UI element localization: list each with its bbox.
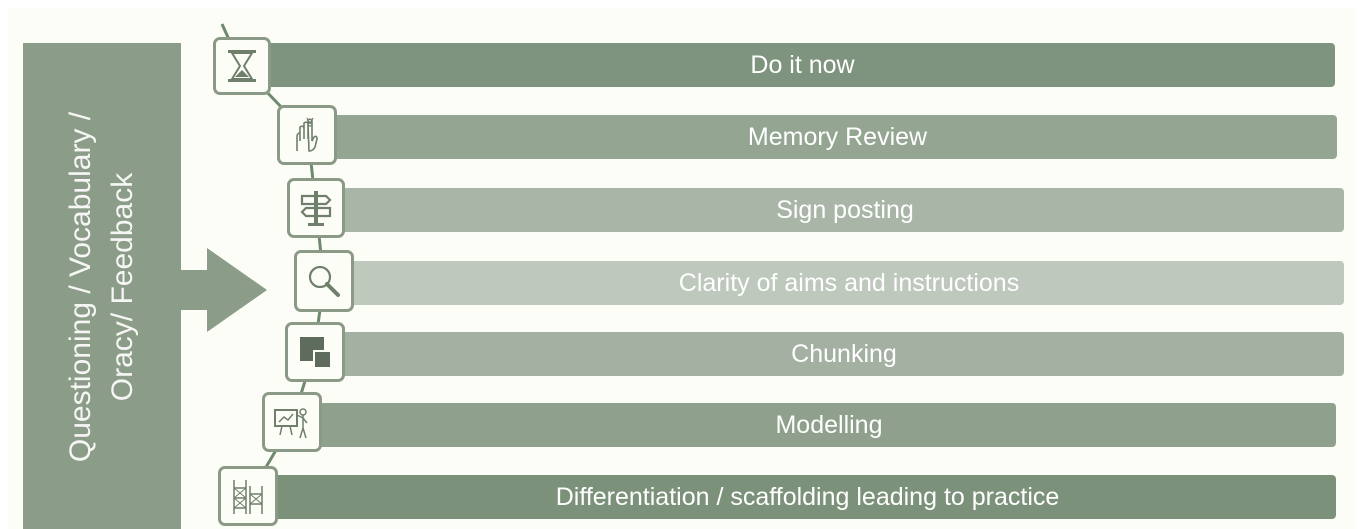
step-bar-clarity: Clarity of aims and instructions [324,261,1344,305]
signpost-icon [300,191,332,226]
step-bar-differentiation: Differentiation / scaffolding leading to… [249,475,1336,519]
hourglass-icon-box [213,37,271,95]
right-arrow-icon [181,248,267,332]
step-label: Do it now [750,50,855,79]
teacher-board-icon-box [262,392,322,452]
step-label: Sign posting [776,195,914,224]
step-bar-chunking: Chunking [314,332,1344,376]
magnifier-icon-box [294,250,354,312]
step-label: Clarity of aims and instructions [678,268,1020,297]
chunk-blocks-icon [300,337,332,369]
step-bar-do-it-now: Do it now [240,43,1335,87]
side-panel-line-1: Questioning / Vocabulary / [64,111,97,463]
finger-string-icon-box [277,105,337,165]
step-label: Chunking [791,339,897,368]
side-panel-line-2: Oracy/ Feedback [106,172,139,402]
teacher-board-icon [274,408,308,439]
scaffolding-icon-box [218,466,278,526]
hourglass-icon [228,50,256,82]
step-bar-modelling: Modelling [292,403,1336,447]
chunk-blocks-icon-box [285,322,345,382]
signpost-icon-box [287,178,345,238]
step-label: Modelling [775,410,883,439]
magnifier-icon [308,265,340,297]
finger-string-icon [296,117,318,152]
step-label: Differentiation / scaffolding leading to… [555,482,1060,511]
scaffolding-icon [233,480,263,514]
step-label: Memory Review [747,122,928,151]
side-panel-text: Questioning / Vocabulary / Oracy/ Feedba… [60,77,144,497]
side-panel [23,43,181,529]
step-bar-memory-review: Memory Review [308,115,1337,159]
step-bar-sign-posting: Sign posting [316,188,1344,232]
